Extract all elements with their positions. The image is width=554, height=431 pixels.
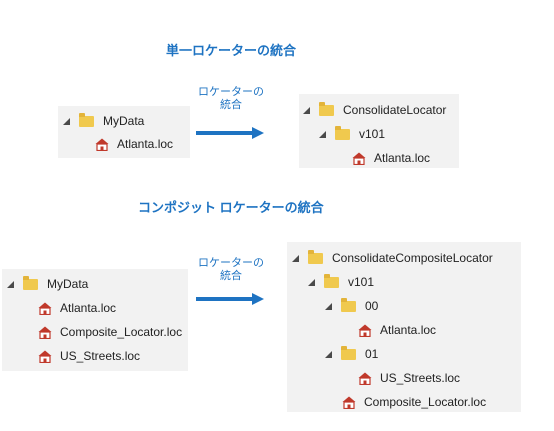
file-label: Atlanta.loc: [117, 137, 174, 151]
tree-row-version[interactable]: v101: [319, 125, 385, 143]
folder-icon: [308, 249, 323, 264]
expand-caret-icon[interactable]: [325, 350, 332, 358]
file-label: Atlanta.loc: [374, 151, 431, 165]
folder-label: MyData: [47, 277, 89, 291]
folder-label: v101: [359, 127, 386, 141]
expand-caret-icon[interactable]: [63, 117, 70, 125]
file-label: US_Streets.loc: [60, 349, 141, 363]
tree-row-locator[interactable]: Composite_Locator.loc: [342, 393, 486, 411]
expand-caret-icon[interactable]: [308, 278, 315, 286]
tree-row-mydata[interactable]: MyData: [63, 112, 144, 130]
expand-caret-icon[interactable]: [303, 106, 310, 114]
section2-target-panel: [287, 242, 521, 412]
folder-label: ConsolidateLocator: [343, 103, 447, 117]
locator-file-icon: [358, 324, 372, 337]
folder-label: 01: [365, 347, 379, 361]
file-label: Atlanta.loc: [60, 301, 117, 315]
right-arrow-icon: [196, 127, 264, 139]
tree-row-locator[interactable]: US_Streets.loc: [358, 369, 460, 387]
right-arrow-icon: [196, 293, 264, 305]
arrow-label-line2: 統合: [220, 270, 242, 282]
tree-row-locator[interactable]: Atlanta.loc: [38, 299, 116, 317]
section1-title: 単一ロケーターの統合: [166, 43, 297, 58]
tree-row-root[interactable]: ConsolidateLocator: [303, 101, 446, 119]
tree-row-locator[interactable]: US_Streets.loc: [38, 347, 140, 365]
folder-label: v101: [348, 275, 375, 289]
section1-arrow-label: ロケーターの 統合: [191, 86, 271, 112]
folder-icon: [341, 345, 356, 360]
expand-caret-icon[interactable]: [292, 254, 299, 262]
file-label: Composite_Locator.loc: [60, 325, 183, 339]
file-label: US_Streets.loc: [380, 371, 461, 385]
folder-icon: [341, 297, 356, 312]
tree-row-locator[interactable]: Atlanta.loc: [352, 149, 430, 167]
folder-icon: [319, 101, 334, 116]
locator-file-icon: [352, 152, 366, 165]
file-label: Atlanta.loc: [380, 323, 437, 337]
expand-caret-icon[interactable]: [325, 302, 332, 310]
arrow-label-line1: ロケーターの: [198, 257, 264, 269]
tree-row-root[interactable]: ConsolidateCompositeLocator: [292, 249, 493, 267]
folder-icon: [79, 112, 94, 127]
locator-file-icon: [358, 372, 372, 385]
expand-caret-icon[interactable]: [319, 130, 326, 138]
tree-row-locator[interactable]: Atlanta.loc: [95, 135, 173, 153]
locator-file-icon: [38, 350, 52, 363]
folder-icon: [324, 273, 339, 288]
folder-label: ConsolidateCompositeLocator: [332, 251, 493, 265]
arrow-label-line1: ロケーターの: [198, 86, 264, 98]
locator-file-icon: [38, 326, 52, 339]
expand-caret-icon[interactable]: [7, 280, 14, 288]
locator-file-icon: [38, 302, 52, 315]
locator-file-icon: [95, 138, 109, 151]
locator-file-icon: [342, 396, 356, 409]
tree-row-version[interactable]: v101: [308, 273, 374, 291]
folder-icon: [23, 275, 38, 290]
tree-row-locator[interactable]: Composite_Locator.loc: [38, 323, 182, 341]
section2-arrow-label: ロケーターの 統合: [191, 257, 271, 283]
file-label: Composite_Locator.loc: [364, 395, 487, 409]
arrow-label-line2: 統合: [220, 99, 242, 111]
tree-row-mydata[interactable]: MyData: [7, 275, 88, 293]
folder-icon: [335, 125, 350, 140]
tree-row-locator[interactable]: Atlanta.loc: [358, 321, 436, 339]
section2-title: コンポジット ロケーターの統合: [138, 200, 324, 215]
folder-label: MyData: [103, 114, 145, 128]
folder-label: 00: [365, 299, 379, 313]
tree-row-sub1[interactable]: 00: [325, 297, 378, 315]
tree-row-sub2[interactable]: 01: [325, 345, 378, 363]
